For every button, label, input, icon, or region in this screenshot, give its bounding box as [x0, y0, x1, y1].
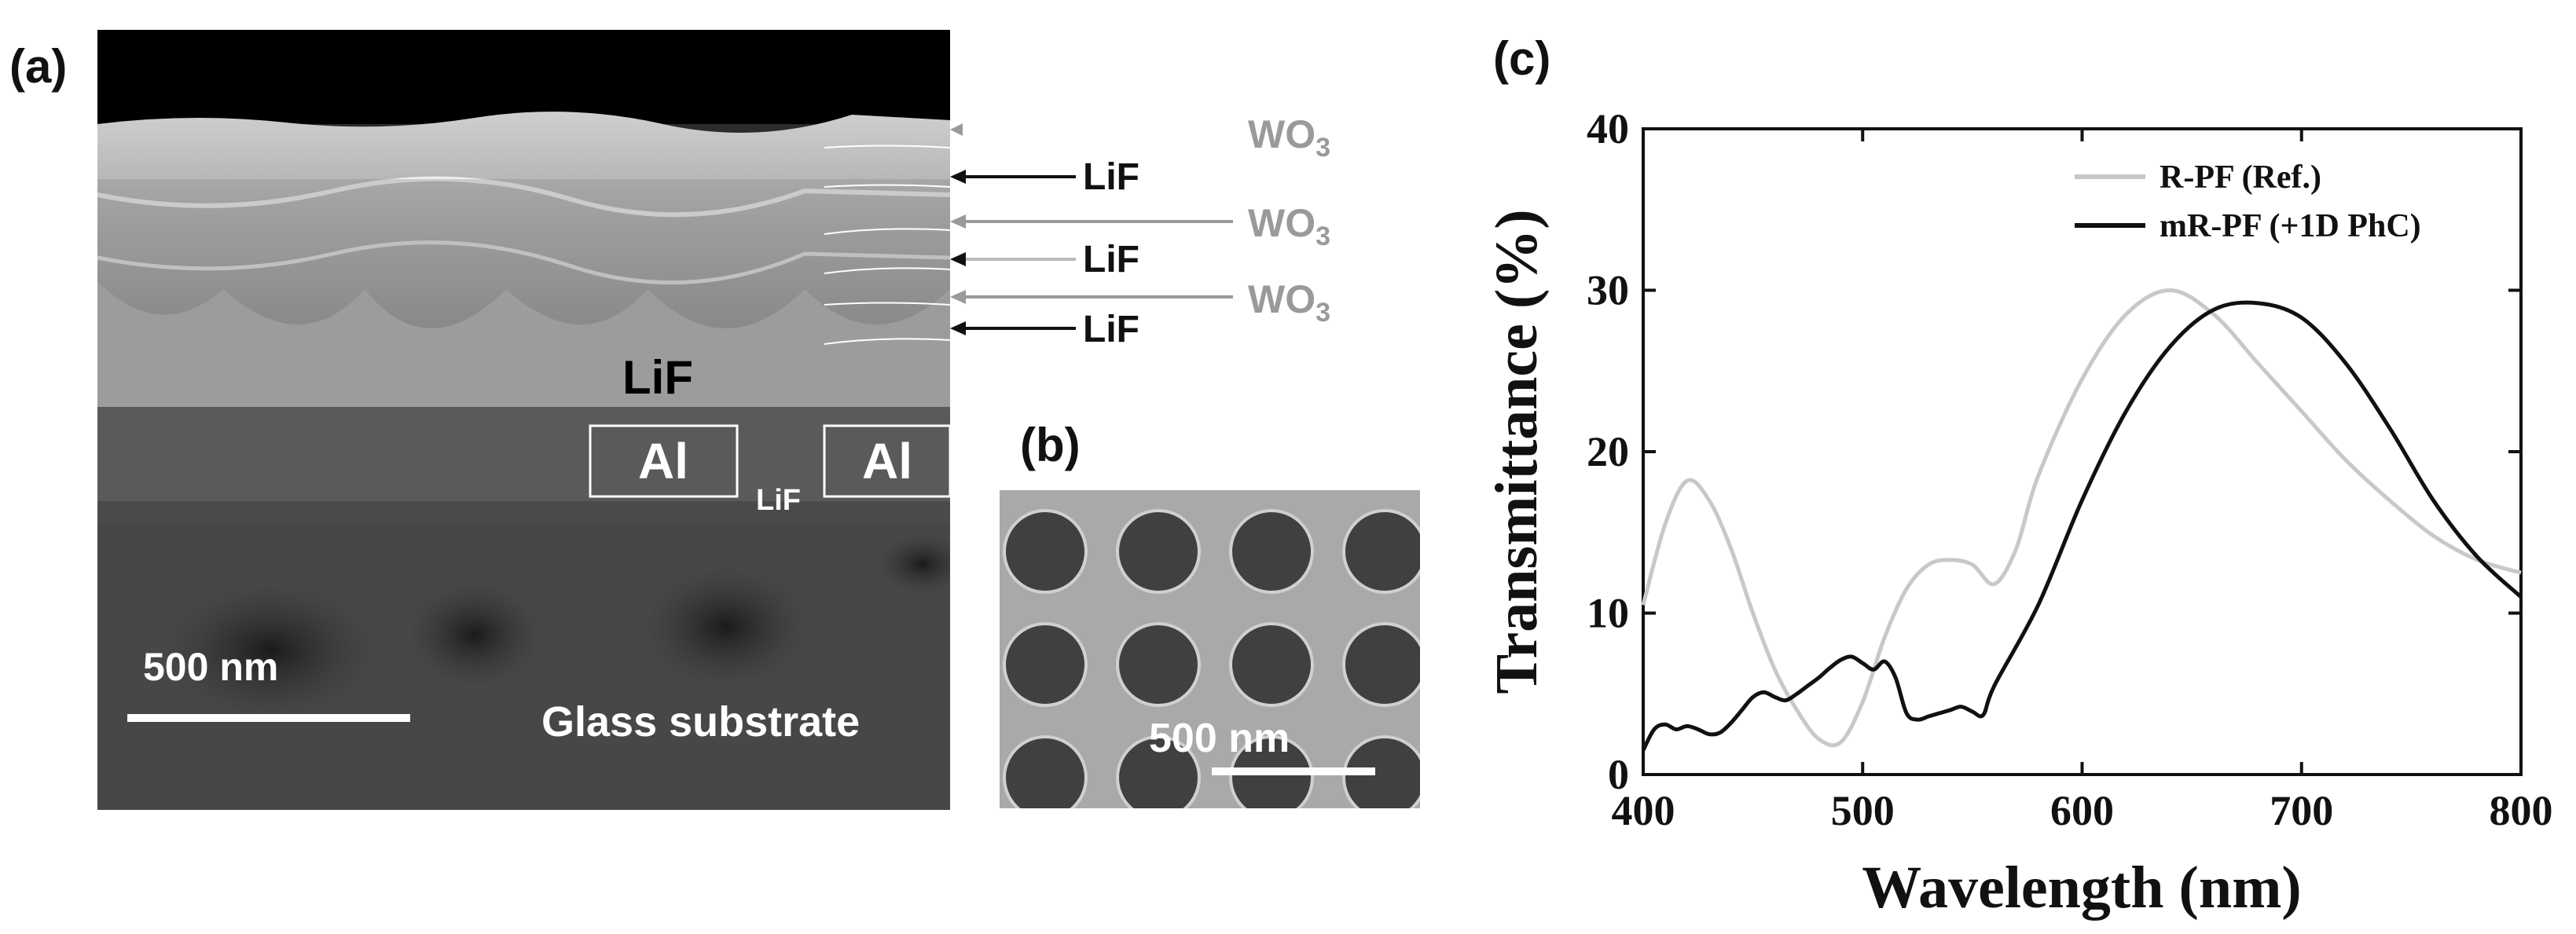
y-tick-label: 30 [1587, 267, 1629, 314]
al-right-label: Al [862, 433, 912, 489]
y-tick-label: 20 [1587, 428, 1629, 475]
y-tick-label: 0 [1608, 751, 1629, 798]
hole-array [1003, 509, 1420, 808]
legend-label-2: mR-PF (+1D PhC) [2160, 208, 2421, 244]
sem-cross-section-drawing [97, 30, 950, 810]
sem-photonic-crystal-image: 500 nm [1000, 490, 1420, 808]
y-tick-label: 10 [1587, 590, 1629, 637]
layer-label-3: WO3 [1248, 201, 1331, 251]
al-left-label: Al [638, 433, 688, 489]
sem-cross-section-image: LiF Al Al LiF 500 nm Glass substrate [97, 30, 950, 810]
lif-main-label: LiF [622, 351, 693, 404]
x-tick-label: 400 [1612, 787, 1675, 834]
x-tick-label: 600 [2050, 787, 2114, 834]
layer-label-6: LiF [1083, 309, 1139, 350]
scale-text-b: 500 nm [1149, 716, 1290, 761]
x-tick-label: 700 [2270, 787, 2333, 834]
x-tick-label: 500 [1831, 787, 1895, 834]
substrate-label: Glass substrate [541, 698, 861, 745]
layer-label-2: LiF [1083, 156, 1139, 198]
legend-label-1: R-PF (Ref.) [2160, 159, 2321, 196]
panel-b-label: (b) [1020, 419, 1081, 471]
series-line-1 [1641, 288, 2522, 748]
layer-label-5: WO3 [1248, 277, 1331, 328]
layer-label-4: LiF [1083, 239, 1139, 280]
layer-arrows [950, 123, 1233, 335]
lif-small-label: LiF [756, 484, 801, 517]
y-tick-label: 40 [1587, 105, 1629, 152]
y-axis-label: Transmittance (%) [1484, 209, 1550, 694]
x-tick-label: 800 [2490, 787, 2553, 834]
scale-text-a: 500 nm [143, 645, 279, 689]
x-axis-label: Wavelength (nm) [1862, 855, 2301, 921]
layer-label-1: WO3 [1248, 112, 1331, 163]
panel-c-label: (c) [1493, 32, 1551, 85]
transmittance-chart: 0 10 20 30 40 400 500 600 700 800 R-PF (Ref.) mR-… [1484, 105, 2553, 921]
panel-a-label: (a) [9, 40, 68, 93]
series-line-2 [1641, 300, 2523, 752]
